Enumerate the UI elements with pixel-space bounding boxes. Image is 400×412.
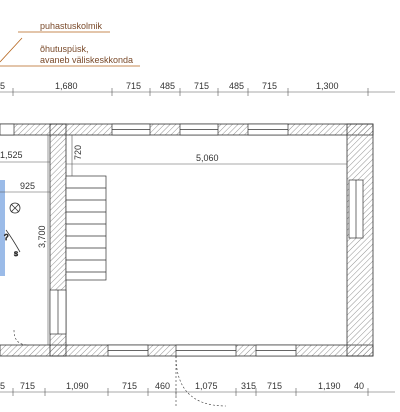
callout-corner-text: puhastuskolmik [40, 21, 103, 31]
staircase [65, 175, 107, 281]
partition-door [49, 289, 67, 335]
door-swing-left [13, 329, 29, 346]
top-dim-5: 485 [229, 81, 244, 91]
top-dim-2: 715 [126, 81, 141, 91]
bottom-dim-9: 40 [354, 381, 364, 391]
dim-720: 720 [73, 145, 83, 160]
top-dim-1: 1,680 [55, 81, 78, 91]
callout-vent-line1: õhutuspüsk, [40, 44, 89, 54]
bottom-dim-5: 1,075 [195, 381, 218, 391]
door-swing-bottom [175, 355, 227, 407]
svg-text:s: s [14, 249, 18, 258]
fixture-symbol: ? s [4, 202, 21, 258]
top-dim-7: 1,300 [316, 81, 339, 91]
bottom-dim-8: 1,190 [318, 381, 341, 391]
blue-zone [0, 180, 5, 276]
top-dim-0: 5 [0, 81, 5, 91]
bottom-dim-2: 1,090 [66, 381, 89, 391]
bottom-dim-6: 315 [241, 381, 256, 391]
bottom-dim-4: 460 [155, 381, 170, 391]
bottom-dim-7: 715 [267, 381, 282, 391]
callout-vent: õhutuspüsk, avaneb väliskeskkonda [0, 44, 140, 67]
bottom-dim-1: 715 [20, 381, 35, 391]
bottom-dim-3: 715 [122, 381, 137, 391]
top-dim-4: 715 [194, 81, 209, 91]
inner-dimensions [0, 135, 347, 345]
window-top-0 [0, 123, 15, 136]
bottom-dim-0: 5 [0, 381, 5, 391]
callout-corner: puhastuskolmik [0, 21, 110, 63]
window-right [348, 179, 364, 239]
top-dim-3: 485 [160, 81, 175, 91]
windows-bottom [107, 344, 297, 357]
dim-925: 925 [20, 181, 35, 191]
bottom-dimension-chain: 5 715 1,090 715 460 1,075 315 715 1,190 … [0, 381, 395, 396]
callout-vent-line2: avaneb väliskeskkonda [40, 55, 133, 65]
wall-right [346, 123, 374, 357]
svg-text:?: ? [4, 233, 9, 242]
dim-5060: 5,060 [196, 153, 219, 163]
windows-top [0, 123, 289, 136]
top-dimension-chain: 5 1,680 715 485 715 485 715 1,300 [0, 81, 395, 96]
dim-3700: 3,700 [37, 225, 47, 248]
top-dim-6: 715 [262, 81, 277, 91]
dim-1525: 1,525 [0, 150, 23, 160]
